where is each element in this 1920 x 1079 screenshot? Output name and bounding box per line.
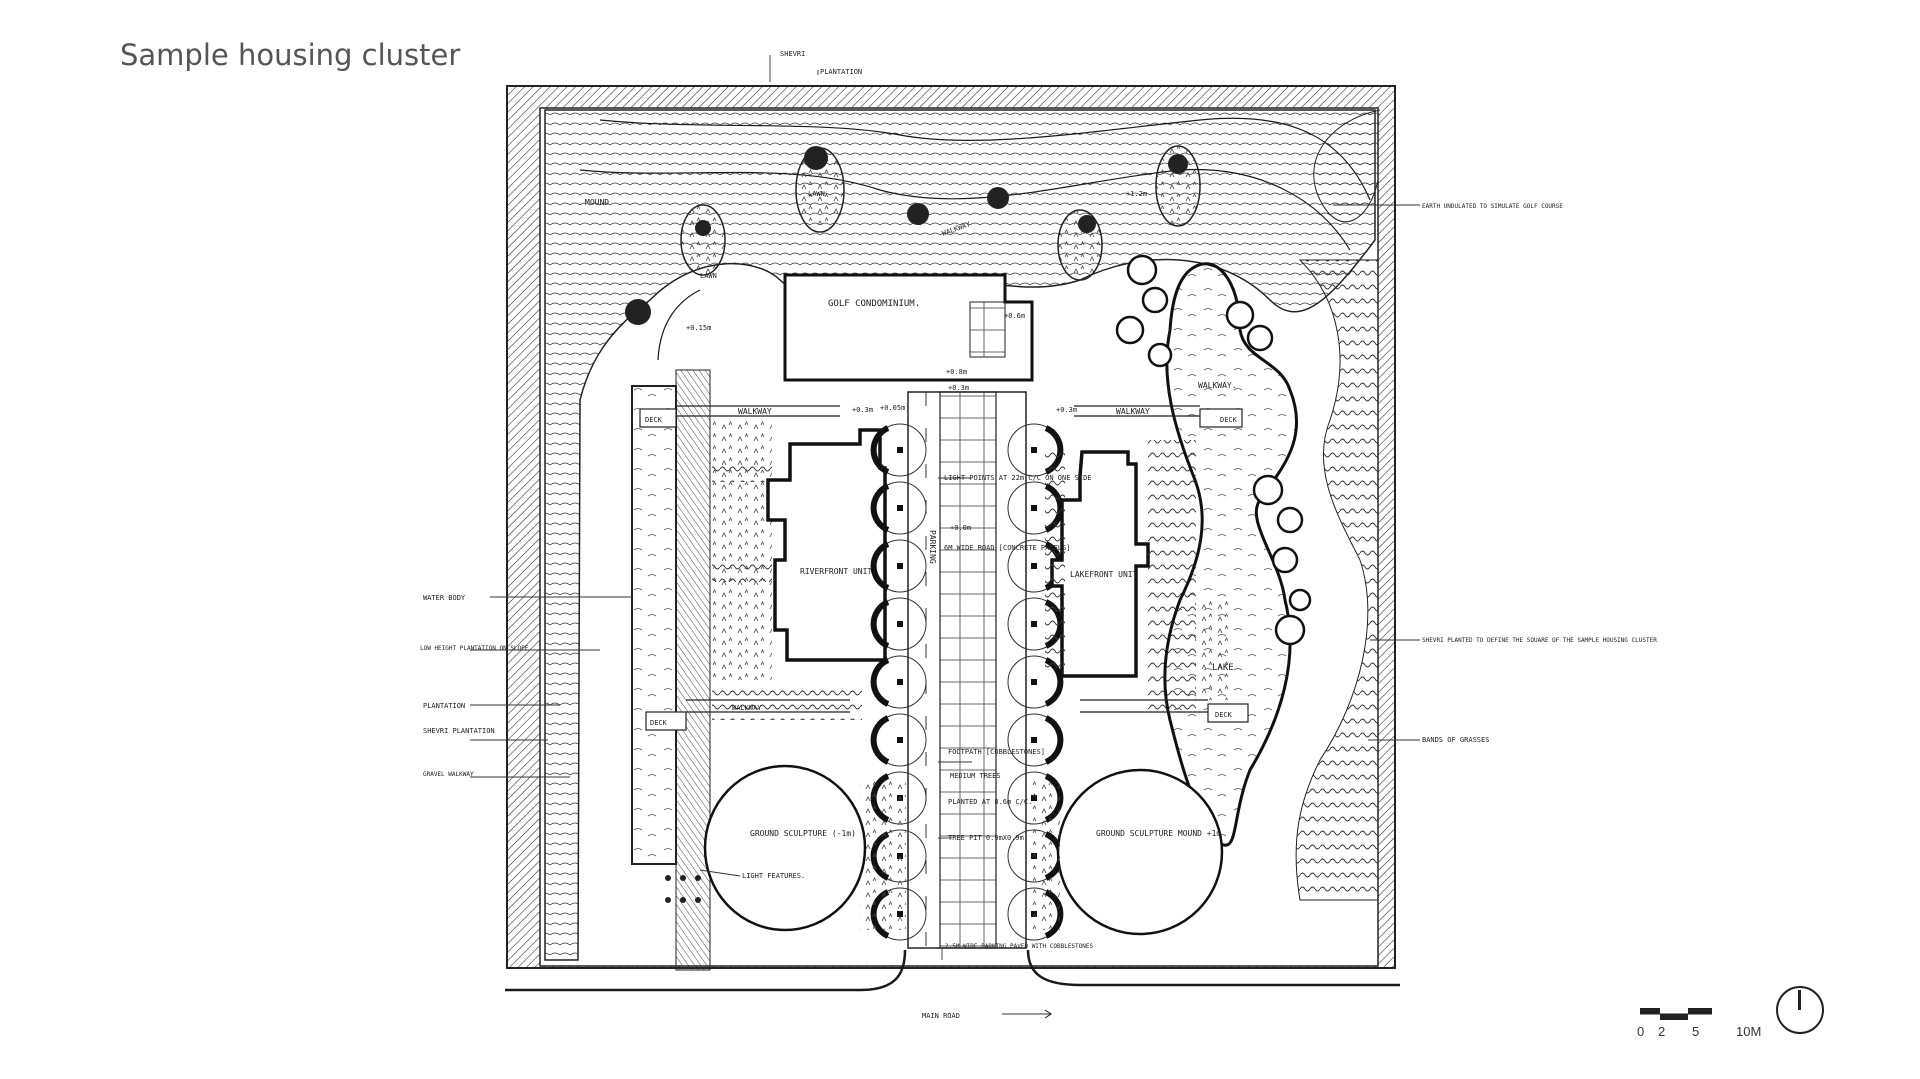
label-lakefront-unit: LAKEFRONT UNIT — [1070, 570, 1138, 579]
label-level-005: +0.05m — [880, 404, 905, 412]
tree-pit — [897, 563, 903, 569]
label-level-06: +0.6m — [1004, 312, 1025, 320]
tree-pit — [897, 505, 903, 511]
tree-pit — [897, 447, 903, 453]
deck-lower-left — [645, 711, 687, 731]
mound-spot — [1078, 215, 1096, 233]
mound-spot — [1168, 154, 1188, 174]
tree-shadow — [870, 483, 890, 533]
label-water-body: WATER BODY — [423, 594, 466, 602]
tree-shadow — [870, 425, 890, 475]
scale-tick-5: 5 — [1692, 1024, 1700, 1039]
north-needle — [1798, 990, 1801, 1010]
tree-pit — [897, 679, 903, 685]
deck-lower-right — [1207, 703, 1249, 723]
tree-pit — [1031, 447, 1037, 453]
label-parking: PARKING — [928, 530, 937, 564]
label-deck-ur: DECK — [1220, 416, 1238, 424]
label-deck-ll: DECK — [650, 719, 668, 727]
label-planted-at: PLANTED AT 8.6m C/C. — [948, 798, 1032, 806]
page-title: Sample housing cluster — [120, 38, 461, 72]
tree-pit — [1031, 621, 1037, 627]
water-body — [631, 385, 677, 865]
label-ground-sculpture-left: GROUND SCULPTURE (-1m) — [750, 829, 856, 838]
ground-sculpture-left — [703, 764, 867, 932]
lawn-1 — [680, 204, 726, 276]
label-medium-trees: MEDIUM TREES — [950, 772, 1001, 780]
scale-tick-2: 2 — [1658, 1024, 1666, 1039]
label-level-03b: +0.3m — [852, 406, 873, 414]
label-gravel-walkway: GRAVEL WALKWAY — [423, 771, 474, 778]
tree-pit — [1031, 679, 1037, 685]
label-light-points: LIGHT POINTS AT 22m C/C ON ONE SIDE — [944, 474, 1092, 482]
label-shevri-top: SHEVRI — [780, 50, 805, 58]
scale-bar-graphic — [1640, 1008, 1744, 1020]
mound-spot — [625, 299, 651, 325]
mound-spot — [804, 146, 828, 170]
label-footpath: FOOTPATH [COBBLESTONES] — [948, 748, 1045, 756]
label-ground-sculpture-right: GROUND SCULPTURE MOUND +1m — [1096, 829, 1221, 838]
label-level-03a: +0.3m — [948, 384, 969, 392]
deck-upper-left — [639, 408, 677, 428]
label-lawn-1: LAWN — [700, 272, 717, 280]
scale-tick-0: 0 — [1637, 1024, 1645, 1039]
tree-shadow — [870, 715, 890, 765]
ground-sculpture-right — [1056, 768, 1224, 936]
gravel-walkway — [675, 369, 711, 971]
label-golf-condominium: GOLF CONDOMINIUM. — [828, 299, 920, 309]
label-mound: MOUND — [585, 198, 609, 207]
tree-pit — [1031, 505, 1037, 511]
label-tree-pit: TREE PIT 0.9mX0.9m — [948, 834, 1024, 842]
label-plantation-top: PLANTATION — [820, 68, 862, 76]
label-level-015: +0.15m — [686, 324, 711, 332]
tree-pit — [897, 737, 903, 743]
tree-shadow — [870, 657, 890, 707]
label-riverfront-unit: RIVERFRONT UNIT. — [800, 567, 877, 576]
tree-pit — [1031, 737, 1037, 743]
label-main-road: MAIN ROAD — [922, 1012, 960, 1020]
deck-upper-right — [1199, 408, 1243, 428]
tree-shadow — [1044, 715, 1064, 765]
label-bands-of-grasses: BANDS OF GRASSES — [1422, 736, 1489, 744]
label-walkway-right: WALKWAY — [1116, 407, 1150, 416]
label-deck-lr: DECK — [1215, 711, 1233, 719]
main-road-edge-right — [1026, 949, 1400, 987]
tree-pit — [1031, 563, 1037, 569]
mound-spot — [907, 203, 929, 225]
label-light-features: LIGHT FEATURES. — [742, 872, 805, 880]
label-shevri-planted: SHEVRI PLANTED TO DEFINE THE SQUARE OF T… — [1422, 637, 1657, 644]
label-walkway-left: WALKWAY — [738, 407, 772, 416]
label-earth-undulated: EARTH UNDULATED TO SIMULATE GOLF COURSE — [1422, 203, 1563, 210]
mound-spot — [987, 187, 1009, 209]
label-shevri-plantation: SHEVRI PLANTATION — [423, 727, 495, 735]
label-level-12: +1.2m — [1126, 190, 1147, 198]
label-low-height: LOW HEIGHT PLANTATION ON SLOPE — [420, 645, 529, 652]
label-plantation-left: PLANTATION — [423, 702, 465, 710]
label-deck-ul: DECK — [645, 416, 663, 424]
tree-shadow — [870, 541, 890, 591]
label-lake: LAKE — [1212, 663, 1234, 673]
label-level-00: +0.0m — [950, 524, 971, 532]
riverfront-unit — [766, 428, 887, 662]
main-road-edge-left — [505, 949, 907, 992]
label-level-03c: +0.3m — [1056, 406, 1077, 414]
scale-tick-10: 10M — [1736, 1024, 1762, 1039]
label-road: 6M WIDE ROAD [CONCRETE PANELS] — [944, 544, 1070, 552]
lawn-4 — [1155, 145, 1201, 227]
label-parking-note: 2.5M WIDE PARKING PAVED WITH COBBLESTONE… — [945, 943, 1093, 950]
label-walkway-east: WALKWAY. — [1198, 381, 1237, 390]
label-lawn-2: LAWN — [808, 190, 825, 198]
tree-shadow — [870, 599, 890, 649]
light-features — [665, 875, 701, 903]
mound-spot — [695, 220, 711, 236]
north-arrow-icon — [1776, 986, 1824, 1034]
label-level-08: +0.8m — [946, 368, 967, 376]
tree-pit — [897, 621, 903, 627]
label-walkway-lower-left: WALKWAY — [732, 704, 762, 712]
